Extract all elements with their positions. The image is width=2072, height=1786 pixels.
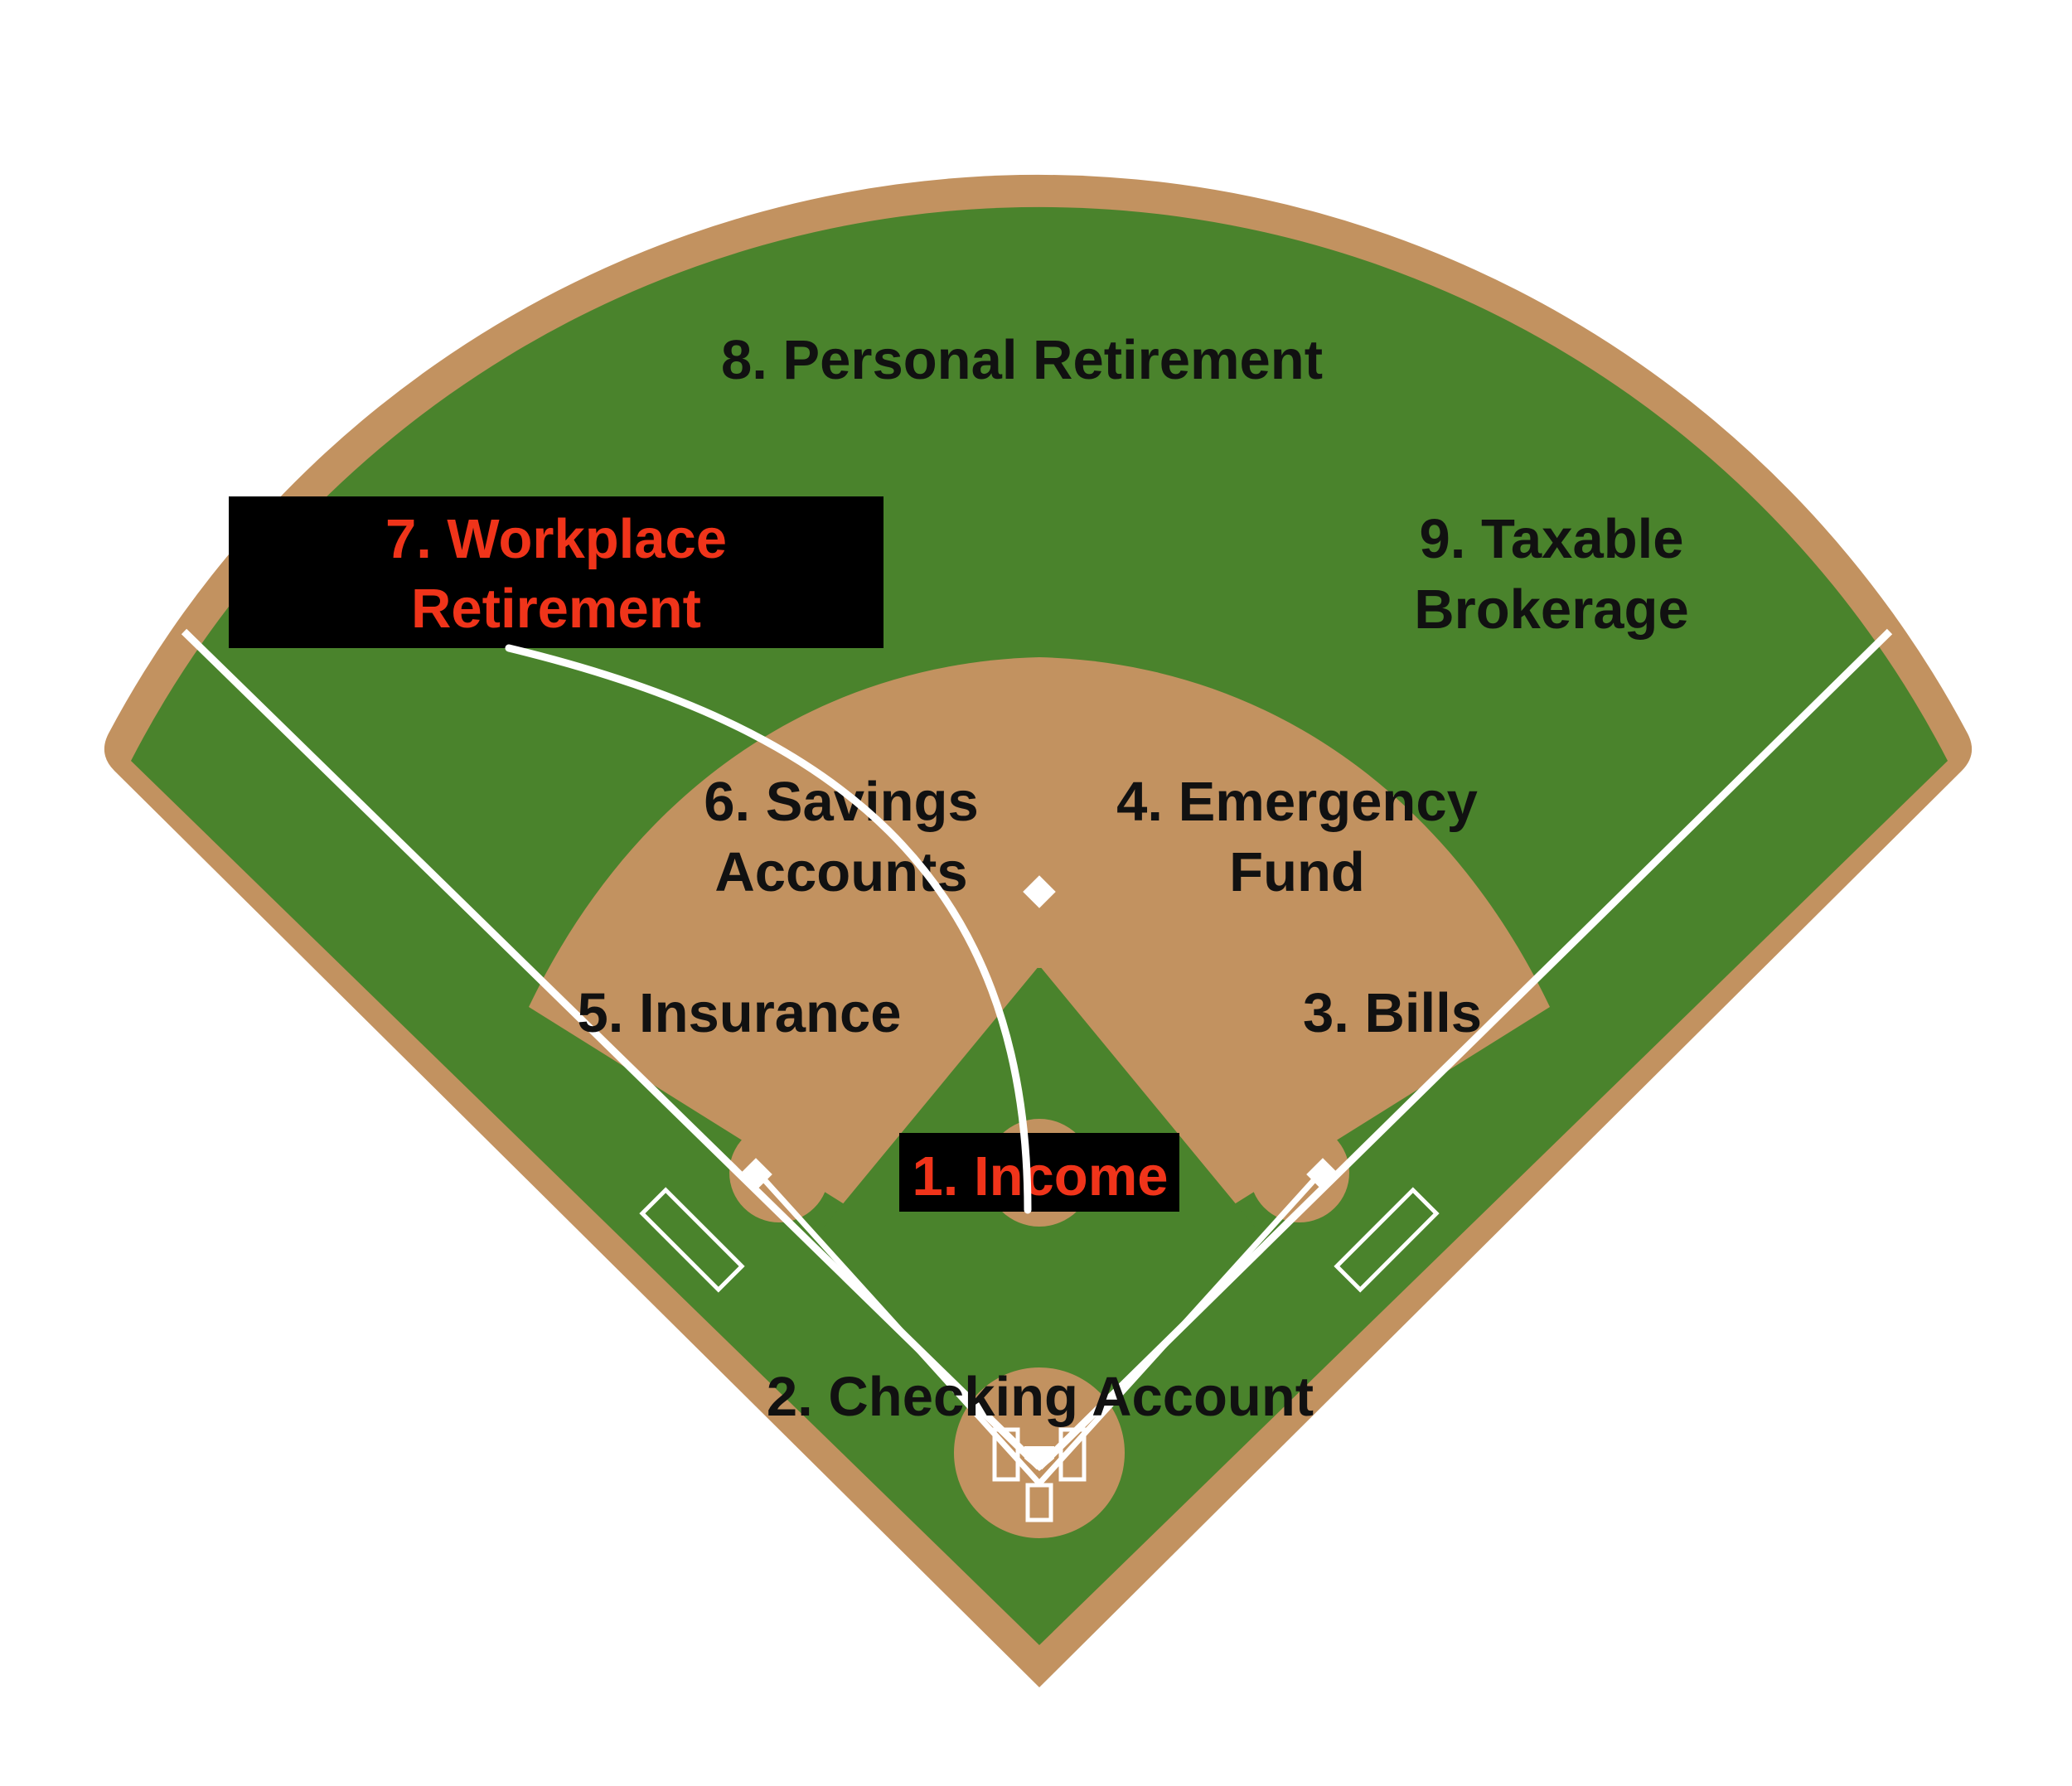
label-line: Fund xyxy=(1229,841,1365,903)
income-to-workplace-curve xyxy=(505,644,1032,1214)
second-base-cutout xyxy=(991,872,1087,968)
first-base-coaches-box xyxy=(1334,1187,1440,1293)
label-line: 6. Savings xyxy=(704,771,978,833)
position-label-emergency-fund: 4. Emergency Fund xyxy=(1116,771,1478,903)
label-line: 1. Income xyxy=(912,1145,1168,1208)
label-line: 9. Taxable xyxy=(1419,508,1683,570)
position-label-workplace-retirement: 7. Workplace Retirement xyxy=(385,508,727,640)
label-line: 7. Workplace xyxy=(385,508,727,570)
label-line: 3. Bills xyxy=(1303,982,1482,1044)
first-base xyxy=(1306,1158,1339,1191)
label-line: Brokerage xyxy=(1414,578,1688,641)
position-label-income: 1. Income xyxy=(912,1145,1168,1208)
label-line: 2. Checking Account xyxy=(767,1366,1314,1428)
workplace-retirement-highlight xyxy=(229,496,884,648)
right-batters-box xyxy=(1058,1427,1087,1482)
position-label-checking-account: 2. Checking Account xyxy=(767,1366,1314,1428)
label-line: 8. Personal Retirement xyxy=(721,329,1323,391)
position-label-taxable-brokerage: 9. Taxable Brokerage xyxy=(1414,508,1688,641)
third-base-inner-line xyxy=(752,1166,1042,1486)
first-base-cutout xyxy=(1250,1123,1349,1222)
label-line: Retirement xyxy=(411,578,701,640)
label-line: 5. Insurance xyxy=(577,982,901,1044)
position-label-personal-retirement: 8. Personal Retirement xyxy=(721,329,1323,391)
left-batters-box xyxy=(992,1427,1020,1482)
first-base-inner-line xyxy=(1037,1166,1327,1486)
second-base xyxy=(1023,875,1056,908)
catchers-box xyxy=(1025,1483,1053,1522)
third-base-coaches-box xyxy=(639,1187,745,1293)
income-highlight xyxy=(899,1133,1179,1212)
home-plate xyxy=(1024,1446,1054,1471)
position-label-insurance: 5. Insurance xyxy=(577,982,901,1044)
position-label-bills: 3. Bills xyxy=(1303,982,1482,1044)
third-base-cutout xyxy=(729,1123,829,1222)
label-line: 4. Emergency xyxy=(1116,771,1478,833)
third-base xyxy=(739,1158,772,1191)
